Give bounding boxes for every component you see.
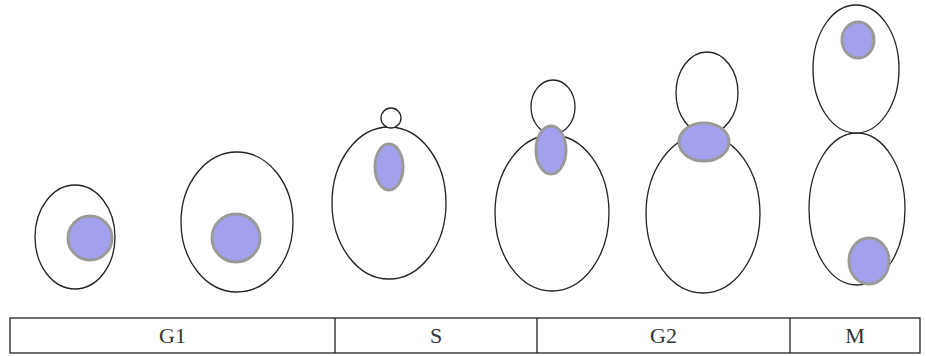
nucleus bbox=[375, 144, 403, 190]
nucleus bbox=[842, 22, 874, 58]
table-divider bbox=[334, 318, 335, 353]
nucleus bbox=[679, 123, 729, 161]
yeast-cell bbox=[332, 127, 446, 279]
bud bbox=[813, 5, 899, 133]
nucleus bbox=[68, 216, 112, 260]
nucleus bbox=[536, 126, 566, 174]
nucleus bbox=[849, 238, 889, 284]
phase-table bbox=[10, 318, 920, 353]
table-divider bbox=[536, 318, 537, 353]
table-cell: S bbox=[337, 320, 535, 351]
table-cell: G2 bbox=[539, 320, 788, 351]
nucleus bbox=[212, 214, 260, 262]
yeast-cell bbox=[809, 133, 905, 285]
table-cell: M bbox=[792, 320, 918, 351]
phase-label: S bbox=[430, 325, 442, 347]
phase-label: M bbox=[845, 325, 865, 347]
bud bbox=[381, 108, 401, 128]
yeast-cell bbox=[35, 185, 115, 289]
yeast-cell bbox=[181, 152, 293, 292]
phase-label: G2 bbox=[650, 325, 677, 347]
phase-label: G1 bbox=[159, 325, 186, 347]
table-divider bbox=[789, 318, 790, 353]
table-cell: G1 bbox=[12, 320, 333, 351]
